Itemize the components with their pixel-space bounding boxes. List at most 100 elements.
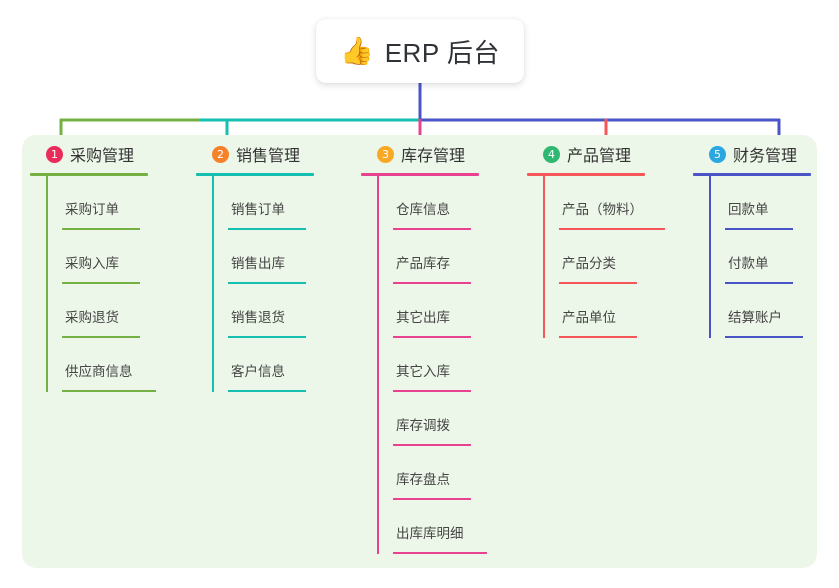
submodule-rule (393, 228, 471, 230)
module-title: 财务管理 (733, 148, 798, 165)
submodule-item[interactable]: 采购订单 (46, 176, 148, 230)
submodule-label: 其它入库 (396, 364, 450, 379)
submodule-label: 库存盘点 (396, 472, 450, 487)
submodule-list: 采购订单采购入库采购退货供应商信息 (30, 176, 156, 392)
submodule-label: 出库库明细 (396, 526, 464, 541)
module-header-rule (693, 173, 811, 176)
submodule-label: 产品库存 (396, 256, 450, 271)
submodule-rule (559, 228, 665, 230)
submodule-label: 其它出库 (396, 310, 450, 325)
module-title: 库存管理 (401, 148, 466, 165)
module-column: 3 库存管理仓库信息产品库存其它出库其它入库库存调拨库存盘点出库库明细 (361, 141, 487, 554)
submodule-list: 仓库信息产品库存其它出库其它入库库存调拨库存盘点出库库明细 (361, 176, 487, 554)
submodule-rule (393, 498, 471, 500)
module-index-badge: 4 (543, 145, 560, 163)
submodule-list: 产品（物料） 产品分类产品单位 (527, 176, 665, 338)
submodule-spine (46, 176, 48, 392)
submodule-list: 销售订单销售出库销售退货客户信息 (196, 176, 314, 392)
submodule-rule (62, 228, 140, 230)
module-header-rule (196, 173, 314, 176)
submodule-spine (543, 176, 545, 338)
submodule-item[interactable]: 采购退货 (46, 284, 148, 338)
module-header[interactable]: 4 产品管理 (527, 141, 645, 167)
submodule-item[interactable]: 销售订单 (212, 176, 314, 230)
submodule-label: 结算账户 (728, 310, 782, 325)
submodule-label: 采购订单 (65, 202, 119, 217)
submodule-rule (393, 336, 471, 338)
submodule-rule (228, 282, 306, 284)
module-header[interactable]: 3 库存管理 (361, 141, 479, 167)
submodule-rule (228, 228, 306, 230)
submodule-rule (725, 336, 803, 338)
submodule-item[interactable]: 结算账户 (709, 284, 811, 338)
submodule-item[interactable]: 仓库信息 (377, 176, 479, 230)
submodule-item[interactable]: 出库库明细 (377, 500, 487, 554)
submodule-item[interactable]: 供应商信息 (46, 338, 156, 392)
module-index-badge: 5 (709, 145, 726, 163)
module-header[interactable]: 2 销售管理 (196, 141, 314, 167)
submodule-label: 销售出库 (231, 256, 285, 271)
module-column: 2 销售管理销售订单销售出库销售退货客户信息 (196, 141, 314, 392)
module-title: 产品管理 (567, 148, 632, 165)
submodule-label: 产品分类 (562, 256, 616, 271)
submodule-label: 采购退货 (65, 310, 119, 325)
submodule-item[interactable]: 产品单位 (543, 284, 645, 338)
submodule-spine (377, 176, 379, 554)
submodule-label: 库存调拨 (396, 418, 450, 433)
modules-panel (22, 135, 817, 568)
submodule-rule (393, 282, 471, 284)
submodule-item[interactable]: 客户信息 (212, 338, 314, 392)
submodule-item[interactable]: 库存盘点 (377, 446, 479, 500)
submodule-rule (228, 336, 306, 338)
submodule-rule (559, 336, 637, 338)
submodule-item[interactable]: 库存调拨 (377, 392, 479, 446)
submodule-label: 销售退货 (231, 310, 285, 325)
module-header-rule (361, 173, 479, 176)
submodule-rule (228, 390, 306, 392)
submodule-rule (725, 282, 793, 284)
submodule-rule (62, 282, 140, 284)
submodule-spine (212, 176, 214, 392)
submodule-rule (393, 552, 487, 554)
submodule-rule (393, 444, 471, 446)
module-index-badge: 3 (377, 145, 394, 163)
submodule-item[interactable]: 其它入库 (377, 338, 479, 392)
submodule-item[interactable]: 销售出库 (212, 230, 314, 284)
submodule-label: 销售订单 (231, 202, 285, 217)
submodule-label: 付款单 (728, 256, 769, 271)
submodule-list: 回款单付款单结算账户 (693, 176, 811, 338)
module-header-rule (30, 173, 148, 176)
submodule-label: 回款单 (728, 202, 769, 217)
submodule-spine (709, 176, 711, 338)
submodule-rule (725, 228, 793, 230)
submodule-item[interactable]: 销售退货 (212, 284, 314, 338)
submodule-item[interactable]: 采购入库 (46, 230, 148, 284)
submodule-label: 产品（物料） (562, 202, 643, 217)
submodule-item[interactable]: 产品（物料） (543, 176, 665, 230)
submodule-label: 仓库信息 (396, 202, 450, 217)
module-index-badge: 2 (212, 145, 229, 163)
module-header-rule (527, 173, 645, 176)
submodule-rule (393, 390, 471, 392)
module-title: 采购管理 (70, 148, 135, 165)
submodule-label: 产品单位 (562, 310, 616, 325)
submodule-rule (62, 390, 156, 392)
submodule-item[interactable]: 产品分类 (543, 230, 645, 284)
module-title: 销售管理 (236, 148, 301, 165)
root-node-title: ERP 后台 (384, 37, 500, 68)
submodule-item[interactable]: 其它出库 (377, 284, 479, 338)
thumbs-up-icon: 👍 (340, 35, 374, 67)
submodule-item[interactable]: 付款单 (709, 230, 811, 284)
submodule-label: 客户信息 (231, 364, 285, 379)
submodule-item[interactable]: 回款单 (709, 176, 811, 230)
module-header[interactable]: 5 财务管理 (693, 141, 811, 167)
submodule-rule (62, 336, 140, 338)
submodule-label: 供应商信息 (65, 364, 133, 379)
module-column: 5 财务管理回款单付款单结算账户 (693, 141, 811, 338)
submodule-item[interactable]: 产品库存 (377, 230, 479, 284)
module-column: 4 产品管理产品（物料） 产品分类产品单位 (527, 141, 665, 338)
root-node-card[interactable]: 👍 ERP 后台 (316, 19, 524, 83)
